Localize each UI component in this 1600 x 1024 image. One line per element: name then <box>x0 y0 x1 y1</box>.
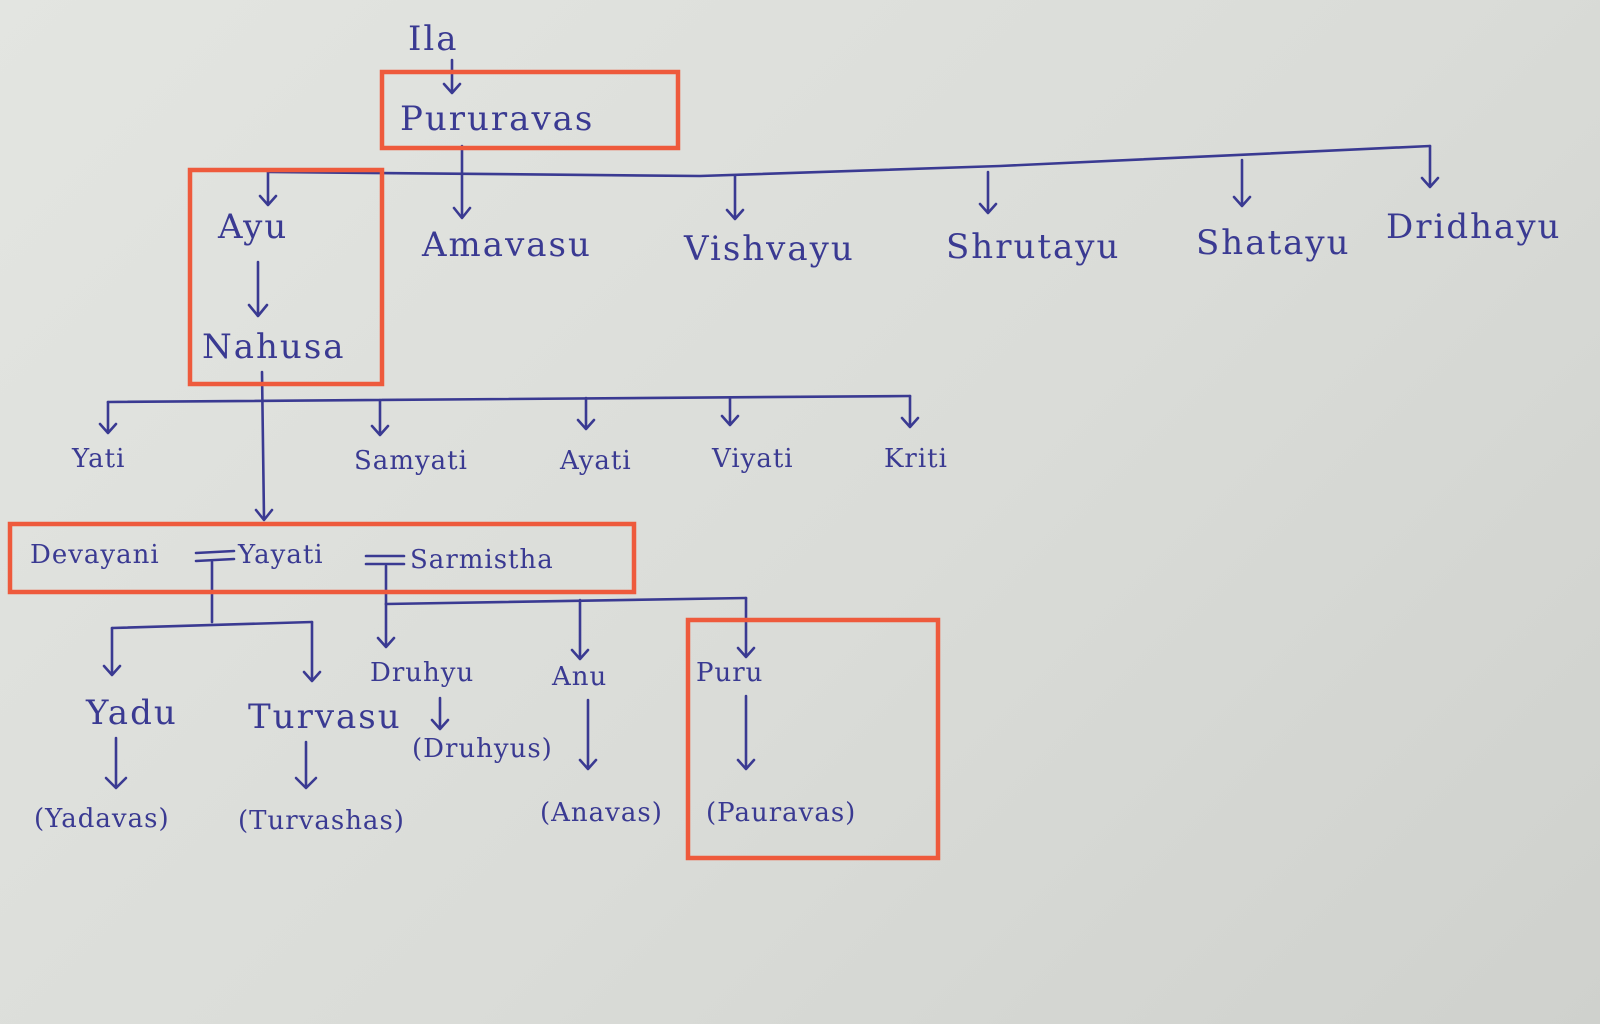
highlight-box-pururavas <box>379 69 681 151</box>
node-sarmistha: Sarmistha <box>410 545 554 575</box>
arrowhead <box>576 418 596 431</box>
node-pururavas: Pururavas <box>400 99 595 139</box>
node-nahusa: Nahusa <box>202 327 346 367</box>
arrowhead <box>1420 176 1440 189</box>
arrowhead <box>254 508 274 522</box>
node-devayani: Devayani <box>30 540 160 570</box>
node-ayati: Ayati <box>560 446 632 476</box>
arrowhead <box>102 664 122 677</box>
arrowhead <box>294 776 318 790</box>
arrowhead <box>736 758 756 771</box>
arrowhead <box>725 208 745 221</box>
arrowhead <box>720 414 740 427</box>
highlight-box-puru-pauravas <box>685 617 941 861</box>
arrowhead <box>98 422 118 435</box>
node-vishvayu: Vishvayu <box>684 229 855 269</box>
node-druhyus: (Druhyus) <box>412 734 553 764</box>
node-ila: Ila <box>408 19 459 59</box>
arrowhead <box>442 82 462 95</box>
node-yadu: Yadu <box>86 693 178 733</box>
node-shrutayu: Shrutayu <box>946 227 1121 267</box>
arrowhead <box>736 646 756 659</box>
arrowhead <box>104 776 128 790</box>
arrowhead <box>376 636 396 649</box>
arrowhead <box>978 202 998 215</box>
arrowhead <box>370 424 390 437</box>
arrowhead <box>900 416 920 429</box>
node-turvasu: Turvasu <box>248 697 402 737</box>
children-bar-devayani <box>110 620 314 630</box>
highlight-boxes <box>7 69 941 861</box>
arrowhead <box>430 718 450 731</box>
node-kriti: Kriti <box>884 444 948 474</box>
node-yati: Yati <box>72 444 126 474</box>
arrowhead <box>1232 195 1252 208</box>
children-bar-pururavas <box>266 144 1432 178</box>
node-samyati: Samyati <box>354 446 468 476</box>
node-turvashas: (Turvashas) <box>238 806 405 836</box>
node-viyati: Viyati <box>712 444 794 474</box>
node-yayati: Yayati <box>238 540 324 570</box>
marriage-sign-devayani <box>194 549 236 563</box>
node-druhyu: Druhyu <box>370 658 475 688</box>
arrowhead <box>302 670 322 683</box>
arrowhead <box>452 206 472 220</box>
marriage-sign-sarmistha <box>364 554 406 566</box>
arrowhead <box>258 194 278 207</box>
connector-nahusa-yayati <box>260 370 266 520</box>
node-puru: Puru <box>696 658 764 688</box>
children-bar-nahusa <box>106 394 912 404</box>
children-bar-sarmistha <box>384 596 748 606</box>
node-amavasu: Amavasu <box>422 225 592 265</box>
highlight-box-ayu-nahusa <box>187 167 385 387</box>
node-anu: Anu <box>552 662 608 692</box>
tree-connectors <box>98 58 1440 790</box>
node-shatayu: Shatayu <box>1196 223 1351 263</box>
arrowhead <box>578 758 598 771</box>
arrowhead <box>570 648 590 661</box>
node-dridhayu: Dridhayu <box>1386 207 1562 247</box>
node-anavas: (Anavas) <box>540 798 663 828</box>
highlight-box-yayati-marriage <box>7 521 637 595</box>
node-ayu: Ayu <box>218 207 289 247</box>
node-pauravas: (Pauravas) <box>706 798 857 828</box>
arrowhead <box>247 303 269 318</box>
node-yadavas: (Yadavas) <box>34 804 170 834</box>
